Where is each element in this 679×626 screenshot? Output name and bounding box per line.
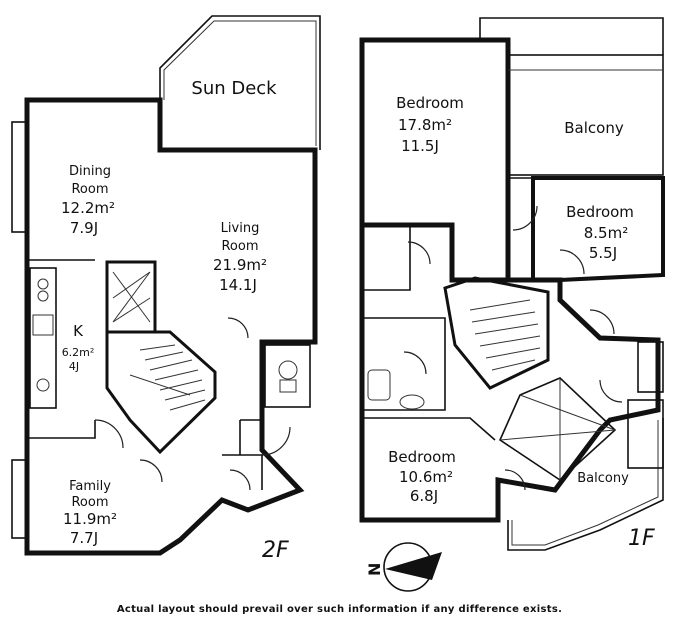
room-label-family: Family bbox=[69, 479, 111, 494]
sun-deck-railing bbox=[159, 15, 321, 150]
floor-tag-2f: 2F bbox=[262, 538, 289, 563]
compass-label: N bbox=[365, 563, 384, 576]
room-jo-bedroom-3: 6.8J bbox=[410, 487, 438, 505]
staircase-2f bbox=[105, 330, 217, 455]
room-jo-family: 7.7J bbox=[70, 529, 98, 547]
disclaimer-note: Actual layout should prevail over such i… bbox=[116, 604, 563, 615]
bathroom-1f bbox=[362, 317, 446, 411]
bay-window-dining bbox=[11, 121, 28, 233]
balcony-1-railing bbox=[479, 17, 664, 176]
bay-window-family bbox=[11, 459, 28, 539]
room-jo-dining: 7.9J bbox=[70, 219, 98, 237]
floor-tag-1f: 1F bbox=[628, 526, 655, 551]
compass-icon: N bbox=[365, 542, 442, 592]
kitchen-counter bbox=[29, 267, 57, 409]
balcony-2-railing bbox=[507, 418, 664, 551]
room-label-bedroom-3: Bedroom bbox=[388, 448, 456, 466]
room-label-bedroom-1: Bedroom bbox=[396, 94, 464, 112]
room-label-family-2: Room bbox=[71, 495, 108, 510]
room-jo-kitchen: 4J bbox=[69, 360, 79, 373]
plan-2f: Sun Deck Dining Room 12.2m² 7.9J Living … bbox=[11, 15, 321, 563]
wc-1f bbox=[627, 399, 664, 469]
room-label-dining-2: Room bbox=[71, 182, 108, 197]
room-label-balcony-2: Balcony bbox=[577, 471, 629, 486]
closet-1f bbox=[637, 341, 664, 393]
room-area-bedroom-1: 17.8m² bbox=[398, 116, 452, 134]
kitchen-island bbox=[105, 260, 157, 334]
room-area-family: 11.9m² bbox=[63, 510, 117, 528]
room-label-bedroom-2: Bedroom bbox=[566, 203, 634, 221]
room-jo-living: 14.1J bbox=[219, 276, 257, 294]
hall-1f bbox=[498, 377, 617, 482]
room-label-living-2: Room bbox=[221, 239, 258, 254]
staircase-1f bbox=[443, 276, 550, 390]
room-area-kitchen: 6.2m² bbox=[62, 346, 95, 359]
room-area-bedroom-3: 10.6m² bbox=[399, 468, 453, 486]
room-label-sun-deck: Sun Deck bbox=[191, 78, 277, 99]
plan-1f: Bedroom 17.8m² 11.5J Balcony Bedroom 8.5… bbox=[359, 17, 665, 551]
room-area-bedroom-2: 8.5m² bbox=[584, 224, 628, 242]
room-label-dining: Dining bbox=[69, 164, 111, 179]
room-jo-bedroom-2: 5.5J bbox=[589, 244, 617, 262]
room-label-balcony-1: Balcony bbox=[564, 119, 624, 137]
room-area-dining: 12.2m² bbox=[61, 199, 115, 217]
room-area-living: 21.9m² bbox=[213, 256, 267, 274]
room-label-kitchen: K bbox=[73, 322, 84, 340]
room-label-living: Living bbox=[221, 221, 260, 236]
toilet-2f bbox=[264, 344, 311, 408]
room-jo-bedroom-1: 11.5J bbox=[401, 137, 439, 155]
